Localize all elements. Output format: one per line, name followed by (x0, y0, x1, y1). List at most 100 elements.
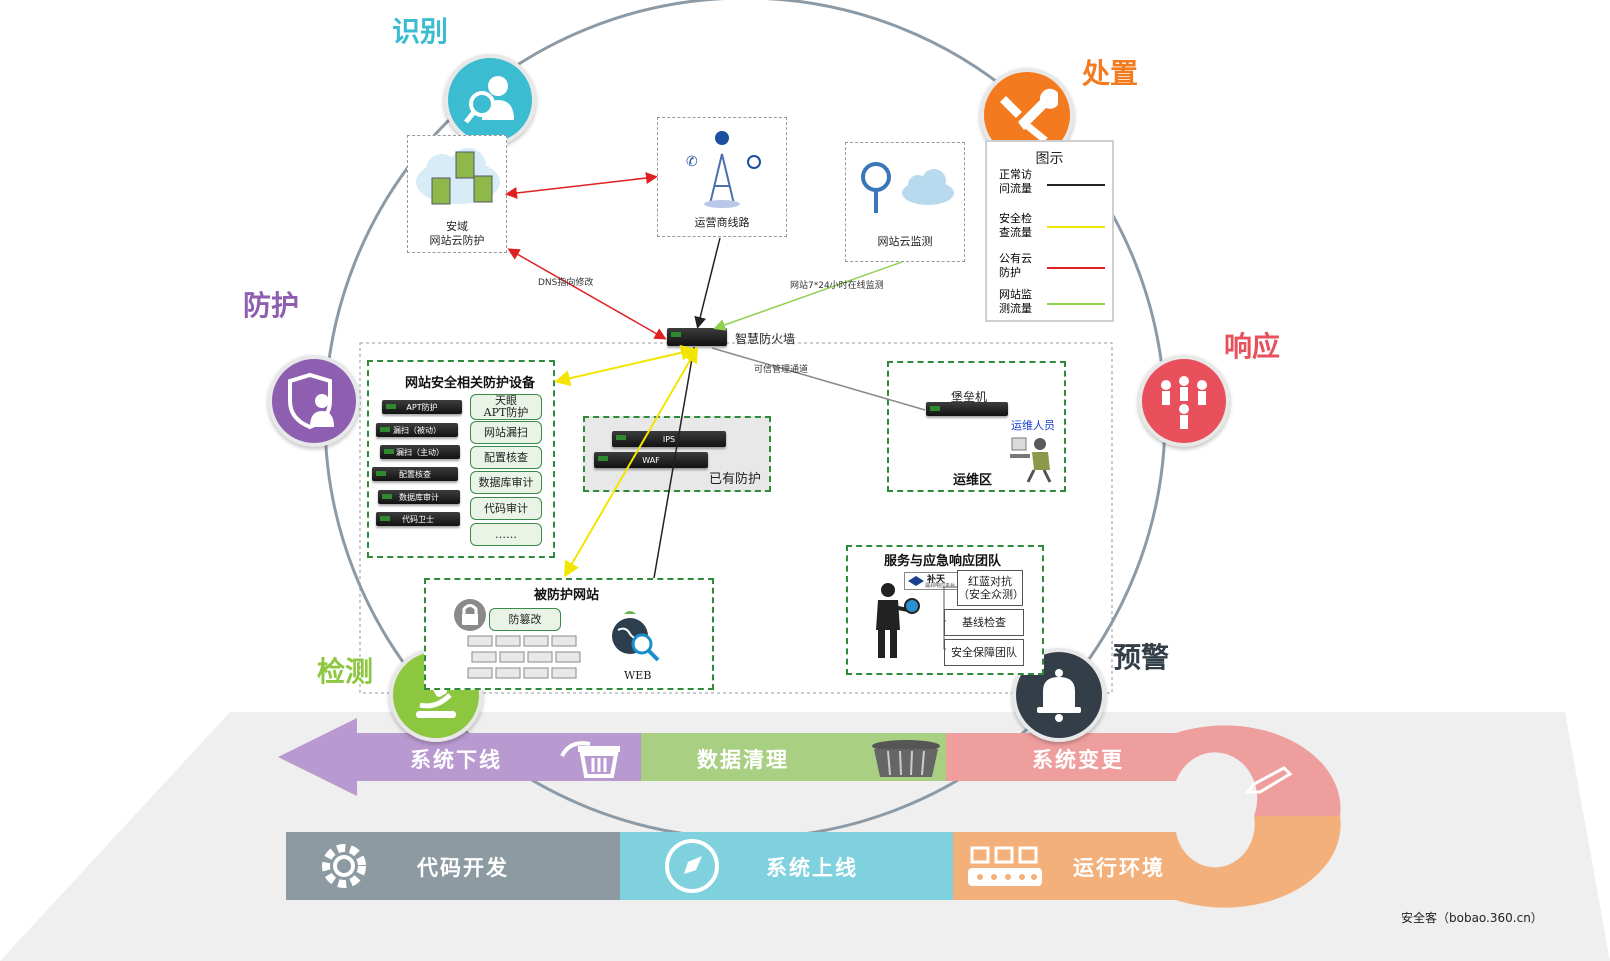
tools-icon (1000, 88, 1058, 142)
device-db-audit: 数据库审计 (378, 490, 460, 504)
legend-item-4-l1: 网站监 (999, 288, 1032, 301)
legend-item-3-l2: 防护 (999, 266, 1021, 279)
identify-phase-circle (444, 54, 536, 146)
legend-line-monitor (1047, 303, 1105, 305)
trash-icon (560, 741, 620, 778)
chip-more: …… (470, 523, 542, 546)
legend-line-security (1047, 226, 1105, 228)
cloud-server-icon (416, 148, 500, 205)
lifecycle-offline-label: 系统下线 (410, 748, 502, 772)
gear-icon (322, 844, 366, 888)
legend-item-1-l2: 问流量 (999, 182, 1032, 195)
user-search-icon (464, 76, 514, 124)
phase-warn-label: 预警 (1113, 641, 1170, 674)
phase-protect-label: 防护 (243, 289, 300, 322)
smart-firewall-label: 智慧防火墙 (735, 332, 796, 346)
protect-phase-circle (268, 355, 360, 447)
butian-logo-subtitle: 漏洞响应平台 (925, 583, 956, 589)
legend-item-2-l2: 查流量 (999, 226, 1032, 239)
device-config-check: 配置核查 (372, 467, 458, 481)
phase-respond-label: 响应 (1224, 330, 1281, 363)
legend-item-1-l1: 正常访 (999, 168, 1032, 181)
lock-icon (454, 599, 486, 631)
device-code-guard: 代码卫士 (376, 512, 460, 526)
phase-dispose-label: 处置 (1082, 57, 1139, 90)
team-connector (943, 586, 957, 650)
band-offline (278, 718, 641, 796)
carrier-box: ✆ 运营商线路 (657, 117, 787, 237)
chip-config-check: 配置核查 (470, 446, 542, 469)
team-baseline: 基线检查 (944, 609, 1024, 636)
web-globe-search-icon (612, 611, 660, 662)
waf-device: WAF (594, 452, 708, 468)
legend-item-3-l1: 公有云 (999, 252, 1032, 265)
chip-code-audit: 代码审计 (470, 497, 542, 520)
device-apt: APT防护 (382, 400, 462, 414)
band-launch (620, 832, 953, 900)
device-scan-passive: 漏扫（被动） (376, 423, 458, 437)
team-icon (1161, 376, 1207, 429)
chip-web-scan: 网站漏扫 (470, 421, 542, 444)
web-server-cluster (467, 635, 581, 679)
ops-zone-title: 运维区 (953, 473, 993, 488)
butian-logo: 补天 漏洞响应平台 (904, 572, 960, 590)
protected-site-title: 被防护网站 (534, 588, 600, 603)
phase-detect-label: 检测 (317, 655, 374, 688)
lifecycle-change-label: 系统变更 (1032, 748, 1124, 772)
ops-staff-label: 运维人员 (1011, 419, 1055, 432)
anyu-cloud-box: 安域 网站云防护 (407, 135, 507, 253)
internal-zone-border (359, 342, 1113, 694)
anyu-name-line2: 网站云防护 (429, 234, 485, 247)
web-label: WEB (624, 669, 652, 682)
team-security-guard: 安全保障团队 (944, 639, 1024, 666)
conveyor-icon (968, 846, 1042, 886)
smart-firewall-device (667, 328, 727, 346)
trusted-channel-label: 可信管理通道 (754, 365, 809, 375)
cloud-monitor-box: 网站云监测 (845, 142, 965, 262)
expert-icon (876, 583, 920, 658)
bastion-label: 堡垒机 (951, 390, 988, 404)
chip-tianyan-apt: 天眼 APT防护 (470, 394, 542, 420)
carrier-label: 运营商线路 (694, 216, 750, 229)
bell-icon (1037, 669, 1081, 722)
band-develop (286, 832, 620, 900)
shield-user-icon (288, 372, 334, 430)
pencil-icon (1245, 766, 1293, 794)
butian-logo-title: 补天 (927, 575, 946, 585)
dns-change-label: DNS指向修改 (538, 278, 594, 288)
legend-title: 图示 (1035, 151, 1064, 167)
svg-text:✆: ✆ (686, 154, 698, 170)
legend-line-normal (1047, 184, 1105, 186)
operator-icon (1010, 437, 1052, 483)
ips-device: IPS (612, 431, 726, 447)
phase-identify-label: 识别 (392, 15, 449, 48)
lifecycle-cleanup-label: 数据清理 (697, 748, 789, 772)
band-turn-top (1176, 725, 1341, 816)
security-devices-title: 网站安全相关防护设备 (405, 376, 536, 391)
lifecycle-launch-label: 系统上线 (766, 856, 858, 880)
telecom-tower-icon: ✆ (686, 131, 761, 208)
monitor-magnifier-icon (861, 162, 954, 213)
anyu-name-line1: 安域 (446, 220, 468, 233)
butian-wing-icon (908, 576, 924, 586)
bastion-device (926, 402, 1008, 416)
legend-box: 图示 正常访 问流量 安全检 查流量 公有云 防护 网站监 测流量 (985, 140, 1114, 322)
chip-db-audit: 数据库审计 (470, 471, 542, 494)
chip-anti-tamper: 防篡改 (489, 608, 561, 631)
cloud-monitor-label: 网站云监测 (877, 235, 933, 248)
response-team-title: 服务与应急响应团队 (884, 554, 1002, 569)
lifecycle-develop-label: 代码开发 (417, 856, 509, 880)
band-turn-bottom (953, 816, 1341, 908)
legend-item-4-l2: 测流量 (999, 302, 1032, 315)
lifecycle-runtime-label: 运行环境 (1073, 856, 1165, 880)
basket-icon (872, 740, 940, 777)
respond-phase-circle (1138, 355, 1230, 447)
legend-line-cloud (1047, 267, 1105, 269)
legend-item-2-l1: 安全检 (999, 212, 1032, 225)
compass-icon (665, 839, 719, 893)
monitor-flow-label: 网站7*24小时在线监测 (790, 281, 884, 291)
device-scan-active: 漏扫（主动） (380, 445, 460, 459)
team-redblue: 红蓝对抗 （安全众测） (957, 570, 1024, 606)
